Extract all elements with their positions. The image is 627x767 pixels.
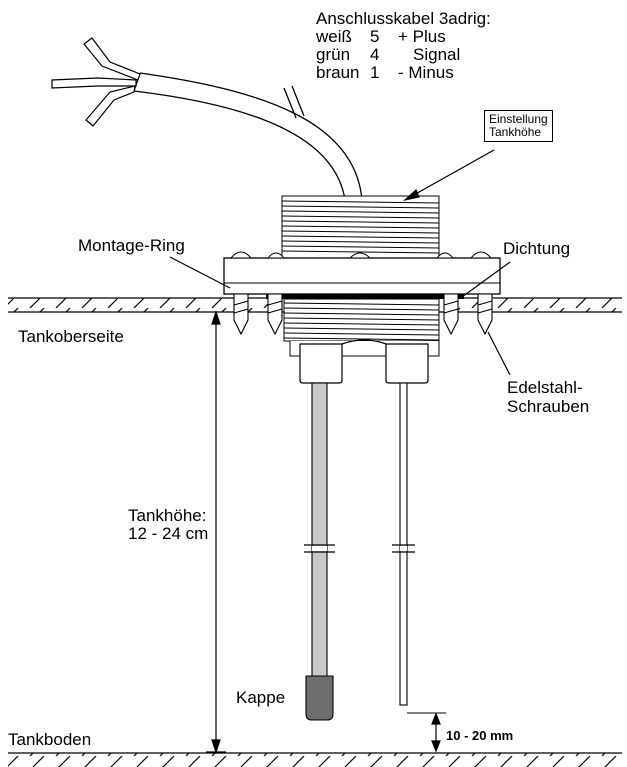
thread-line xyxy=(283,332,440,336)
tank-height-label-line2: 12 - 24 cm xyxy=(128,524,209,543)
seal xyxy=(266,294,464,299)
setting-label-line2: Tankhöhe xyxy=(489,125,542,139)
screws-label-line2: Schrauben xyxy=(507,397,590,416)
thread-line xyxy=(281,215,440,219)
tank-top-label: Tankoberseite xyxy=(18,327,124,346)
thread-line xyxy=(281,245,440,249)
cable-row-white-function: + Plus xyxy=(398,27,446,46)
cable-row-green-function: Signal xyxy=(413,45,461,64)
cap xyxy=(305,675,334,721)
thread-line xyxy=(281,230,440,234)
thread-line xyxy=(281,210,440,214)
setting-label-line1: Einstellung xyxy=(489,112,548,126)
mounting-ring xyxy=(223,251,501,295)
cable-wires xyxy=(51,37,141,127)
thread-line xyxy=(281,250,440,254)
thread-line xyxy=(281,200,440,204)
seal-label: Dichtung xyxy=(503,239,571,258)
setting-label-box: Einstellung Tankhöhe xyxy=(484,110,553,142)
thread-line xyxy=(281,220,440,224)
thread-line xyxy=(281,225,440,229)
tank-height-label-line1: Tankhöhe: xyxy=(128,506,207,525)
thread-line xyxy=(283,317,440,321)
cable-row-brown-pin: 1 xyxy=(370,63,380,82)
tank-height-dimension xyxy=(206,310,226,754)
gap-label: 10 - 20 mm xyxy=(446,728,514,743)
tank-bottom-label: Tankboden xyxy=(8,730,92,749)
probe-housings xyxy=(299,339,429,384)
cap-label: Kappe xyxy=(236,688,286,707)
cable xyxy=(133,72,363,201)
thread-line xyxy=(283,327,440,331)
cable-row-green-color: grün xyxy=(316,45,351,64)
thread-line xyxy=(281,205,440,209)
cable-row-white-pin: 5 xyxy=(370,27,380,46)
thread-line xyxy=(283,302,440,306)
tank-bottom-plate xyxy=(8,752,622,767)
thread-line xyxy=(281,235,440,239)
right-probe-rod xyxy=(392,382,446,714)
threaded-body xyxy=(281,195,440,259)
left-probe-rod xyxy=(304,382,335,680)
thread-line xyxy=(283,312,440,316)
cable-row-green-pin: 4 xyxy=(370,45,380,64)
thread-line xyxy=(283,322,440,326)
cable-row-brown-color: braun xyxy=(316,63,360,82)
thread-line xyxy=(283,307,440,311)
stainless-screws xyxy=(233,293,493,336)
thread-line xyxy=(283,337,440,341)
thread-line xyxy=(281,240,440,244)
screws-label-line1: Edelstahl- xyxy=(507,378,583,397)
leader-lines xyxy=(169,149,511,376)
mounting-ring-label: Montage-Ring xyxy=(78,236,185,255)
cable-title: Anschlusskabel 3adrig: xyxy=(316,9,491,28)
gap-dimension xyxy=(431,712,441,753)
cable-row-brown-function: - Minus xyxy=(398,63,454,82)
cable-row-white-color: weiß xyxy=(316,27,352,46)
